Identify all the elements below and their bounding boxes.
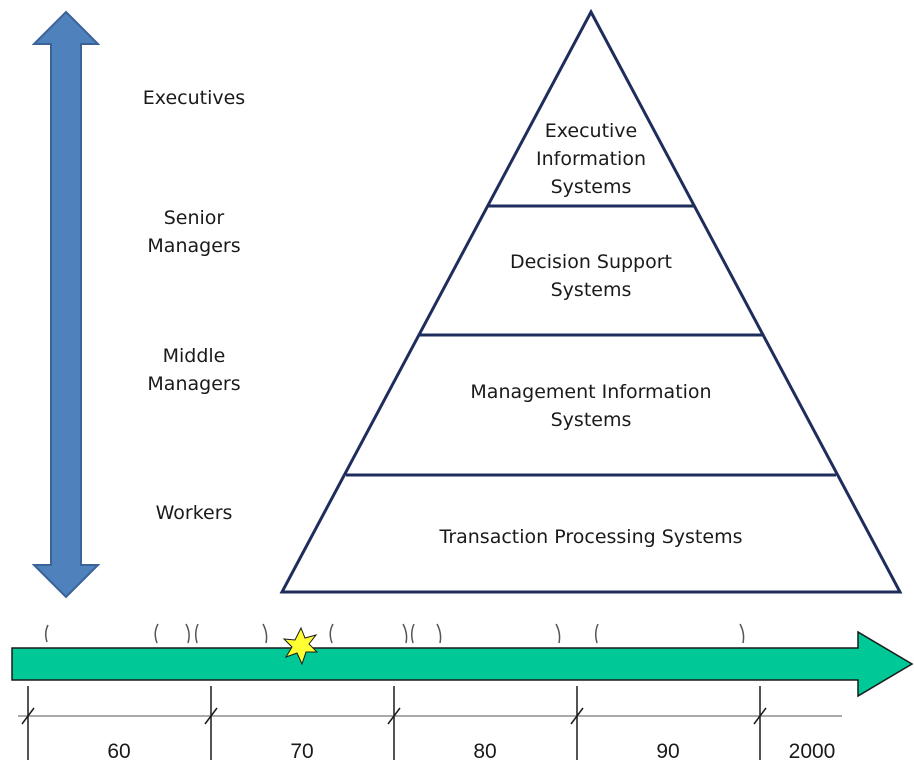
layer-mis-line1: Management Information xyxy=(470,381,711,403)
layer-dss-line2: Systems xyxy=(551,279,632,301)
decade-ticks xyxy=(27,686,761,760)
layer-eis-line2: Information xyxy=(536,148,646,170)
role-executives: Executives xyxy=(143,87,245,109)
decade-90: 90 xyxy=(656,740,679,762)
layer-dss-line1: Decision Support xyxy=(510,251,672,273)
decade-70: 70 xyxy=(290,740,313,762)
role-middle-managers-line1: Middle xyxy=(163,345,226,367)
role-middle-managers-line2: Managers xyxy=(147,373,240,395)
hierarchy-double-arrow xyxy=(31,10,101,599)
systems-pyramid xyxy=(279,8,903,594)
timeline-arrow xyxy=(11,630,914,698)
decade-tick-slashes xyxy=(21,707,767,725)
layer-mis-line2: Systems xyxy=(551,409,632,431)
layer-eis-line1: Executive xyxy=(545,120,638,142)
decade-80: 80 xyxy=(473,740,496,762)
era-brackets xyxy=(44,623,745,644)
star-marker xyxy=(282,626,319,666)
role-senior-managers-line1: Senior xyxy=(164,207,225,229)
decade-60: 60 xyxy=(107,740,130,762)
role-senior-managers-line2: Managers xyxy=(147,235,240,257)
role-workers: Workers xyxy=(156,502,233,524)
layer-eis-line3: Systems xyxy=(551,176,632,198)
decade-2000: 2000 xyxy=(789,740,836,762)
layer-tps: Transaction Processing Systems xyxy=(439,526,743,548)
